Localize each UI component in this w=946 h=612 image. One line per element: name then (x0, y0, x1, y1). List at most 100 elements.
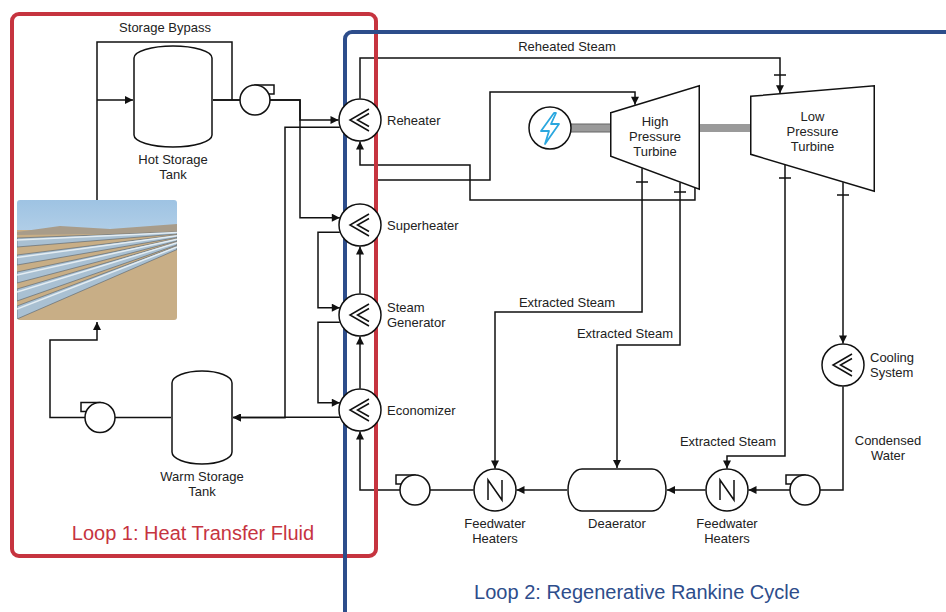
loop-region: Loop 1: Heat Transfer Fluid Hot Storage T… (10, 12, 378, 558)
turbine-outline (611, 86, 700, 190)
mirror-glint (17, 243, 177, 292)
coil-symbol (350, 304, 369, 326)
flow-label: Extracted Steam (680, 434, 776, 449)
node-label: Cooling System (870, 350, 926, 380)
node-label: Loop 2: Regenerative Rankine Cycle (474, 580, 800, 604)
flow-connector (667, 489, 706, 491)
solar-field-photo (17, 200, 177, 320)
exchanger-outline (706, 469, 748, 511)
pump-body (240, 85, 270, 115)
coil-symbol (350, 109, 369, 131)
exchanger-outline (339, 389, 381, 431)
cooling-system: Cooling System (821, 343, 926, 387)
tank-outline (134, 46, 212, 147)
exchanger-circle (338, 98, 382, 142)
flow-connector (359, 337, 361, 389)
htf-pipe (97, 99, 133, 101)
vessel-shape (567, 468, 667, 512)
storage-tank: Warm Storage Tank (156, 370, 248, 499)
node-label: Low Pressure Turbine (782, 109, 844, 154)
exchanger-outline (822, 344, 864, 386)
exchanger-circle (705, 468, 749, 512)
flow-connector (700, 124, 750, 132)
flow-label: Extracted Steam (577, 326, 673, 341)
exchanger-outline (474, 469, 516, 511)
vessel-shape (133, 45, 213, 148)
mirror-glint (17, 236, 177, 258)
exchanger-circle (473, 468, 517, 512)
node-label: Steam Generator (387, 300, 451, 330)
storage-tank: Hot Storage Tank (131, 45, 215, 182)
flow-connector (360, 58, 780, 99)
heat-exchanger: Reheater (338, 98, 447, 142)
pump-symbol (396, 475, 430, 505)
annotation-label: Storage Bypass (119, 20, 211, 35)
vessel-shape (171, 370, 233, 465)
feedwater-heater: Feedwater Heaters (459, 468, 531, 546)
heat-exchanger: Superheater (338, 203, 463, 247)
pump-symbol (81, 403, 115, 433)
node-label: Deaerator (567, 516, 667, 531)
flow-connector (233, 127, 340, 417)
htf-pipe (50, 322, 171, 418)
node-label: Warm Storage Tank (156, 469, 248, 499)
flow-connector (495, 168, 642, 468)
flow-connector (727, 165, 785, 468)
pump-symbol (240, 85, 274, 115)
node-label: Loop 1: Heat Transfer Fluid (72, 521, 314, 545)
tube-symbol (488, 480, 502, 500)
flow-label: Extracted Steam (519, 295, 615, 310)
pump-symbol (786, 475, 820, 505)
exchanger-circle (338, 293, 382, 337)
tank-outline (172, 371, 232, 464)
exchanger-circle (338, 203, 382, 247)
node-label: Feedwater Heaters (459, 516, 531, 546)
flow-connector (318, 232, 340, 307)
flow-connector (617, 183, 680, 468)
flow-connector (517, 489, 568, 491)
flow-label: Condensed Water (852, 433, 924, 463)
node-label: Economizer (387, 403, 461, 418)
flow-connector (375, 92, 635, 210)
node-label: Hot Storage Tank (131, 152, 215, 182)
mirror-glint (17, 247, 177, 309)
sky (17, 200, 177, 320)
pump-body (400, 475, 430, 505)
generator-symbol (529, 107, 571, 149)
tube-symbol (720, 480, 734, 500)
exchanger-circle (821, 343, 865, 387)
shaft (570, 124, 612, 132)
turbine-outline (751, 86, 875, 192)
mirror-row (17, 242, 177, 301)
coil-symbol (350, 214, 369, 236)
node-label: Reheater (387, 113, 447, 128)
turbine: High Pressure Turbine (610, 85, 700, 190)
flow-connector (318, 322, 340, 402)
coil-symbol (833, 354, 852, 376)
pump-body (790, 475, 820, 505)
flow-connector (213, 100, 340, 218)
flow-connector (842, 182, 844, 343)
heat-exchanger: Steam Generator (338, 293, 451, 337)
node-label: Feedwater Heaters (691, 516, 763, 546)
heat-exchanger: Economizer (338, 388, 461, 432)
turbine: Low Pressure Turbine (750, 85, 875, 192)
bypass-pipe (97, 42, 232, 200)
exchanger-outline (339, 99, 381, 141)
flow-connector (359, 247, 361, 294)
exchanger-circle (338, 388, 382, 432)
deaerator-outline (568, 469, 666, 511)
coil-symbol (350, 399, 369, 421)
feedwater-heater: Feedwater Heaters (691, 468, 763, 546)
pump-body (85, 403, 115, 433)
exchanger-outline (339, 204, 381, 246)
flow-connector (213, 100, 339, 120)
node-label: High Pressure Turbine (625, 114, 685, 159)
exchanger-outline (339, 294, 381, 336)
lightning-bolt (541, 113, 559, 144)
flow-label: Reheated Steam (518, 39, 616, 54)
node-label: Superheater (387, 218, 463, 233)
ground (17, 230, 177, 320)
deaerator: Deaerator (567, 468, 667, 531)
